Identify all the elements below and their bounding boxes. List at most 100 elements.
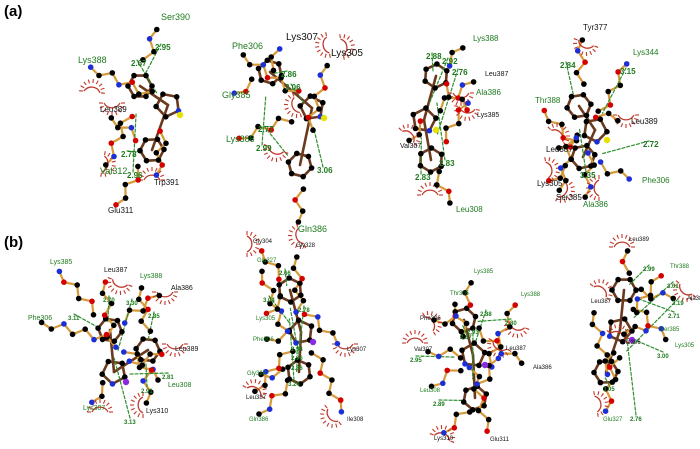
atom bbox=[87, 64, 94, 70]
residue-label: Ala386 bbox=[171, 285, 193, 292]
atom bbox=[140, 378, 146, 384]
atom bbox=[556, 145, 562, 151]
atom bbox=[294, 150, 300, 157]
atom bbox=[455, 107, 462, 113]
hydrogen-bond bbox=[475, 318, 512, 323]
atom bbox=[432, 126, 440, 134]
atom bbox=[82, 326, 88, 333]
hydrogen-bond bbox=[436, 68, 459, 136]
atom bbox=[619, 258, 626, 265]
atom bbox=[591, 369, 597, 376]
residue-label: Lys344 bbox=[633, 48, 659, 57]
atom bbox=[278, 75, 284, 81]
atom bbox=[231, 90, 238, 96]
atom bbox=[658, 325, 665, 332]
atom bbox=[267, 300, 273, 307]
atom bbox=[149, 83, 155, 89]
residue-label: Tyr377 bbox=[583, 23, 608, 32]
atom bbox=[126, 307, 133, 314]
atom bbox=[326, 390, 332, 397]
atom bbox=[476, 362, 482, 369]
atom bbox=[74, 282, 80, 288]
hydrophobic-contact-arc bbox=[152, 291, 178, 305]
atom bbox=[599, 330, 606, 337]
hbond-distance-label: 2.91 bbox=[141, 389, 153, 395]
atom bbox=[462, 361, 468, 367]
atom bbox=[140, 308, 146, 314]
atom bbox=[258, 77, 265, 83]
residue-label: Leu387 bbox=[246, 395, 267, 401]
residue-label: Val307 bbox=[414, 347, 433, 353]
hydrogen-bond bbox=[127, 372, 169, 375]
atom bbox=[103, 162, 109, 168]
atom bbox=[294, 357, 301, 363]
atom bbox=[584, 142, 590, 149]
atom bbox=[268, 127, 275, 133]
atom bbox=[658, 273, 664, 279]
atom bbox=[316, 106, 322, 112]
atom bbox=[288, 119, 295, 125]
atom bbox=[142, 137, 149, 143]
atom bbox=[143, 400, 150, 406]
atom bbox=[330, 330, 336, 336]
atom bbox=[119, 360, 125, 367]
atom bbox=[660, 290, 666, 296]
atom bbox=[276, 365, 282, 372]
atom bbox=[111, 338, 118, 345]
atom bbox=[423, 66, 429, 72]
residue-label: Ser385 bbox=[660, 327, 680, 333]
atom bbox=[485, 416, 492, 423]
atom bbox=[119, 329, 125, 335]
ligand-bond bbox=[422, 118, 433, 162]
atom bbox=[102, 279, 109, 285]
atom bbox=[416, 131, 423, 138]
atom bbox=[113, 344, 119, 351]
atom bbox=[299, 208, 306, 214]
atom bbox=[603, 136, 611, 144]
atom bbox=[495, 355, 502, 362]
atom bbox=[475, 407, 482, 414]
atom bbox=[258, 248, 265, 254]
atom bbox=[300, 173, 307, 180]
atom bbox=[588, 184, 594, 190]
residue-label: Leu308 bbox=[168, 382, 191, 389]
atom bbox=[91, 336, 97, 343]
hbond-distance-label: 2.96 bbox=[127, 171, 143, 180]
atom bbox=[95, 325, 101, 332]
atom bbox=[406, 137, 412, 144]
hydrophobic-contact-arc bbox=[672, 280, 697, 303]
atom bbox=[309, 338, 317, 346]
atom bbox=[255, 65, 262, 72]
hydrogen-bond bbox=[578, 126, 587, 173]
atom bbox=[463, 320, 470, 327]
atom bbox=[109, 381, 116, 387]
residue-label: Leu389 bbox=[175, 346, 198, 353]
atom bbox=[580, 92, 587, 98]
hydrophobic-contact-arc bbox=[503, 320, 530, 339]
atom bbox=[645, 323, 651, 329]
hydrogen-bond bbox=[630, 337, 664, 353]
atom bbox=[433, 115, 439, 121]
hbond-distance-label: 2.71 bbox=[668, 314, 680, 320]
atom bbox=[638, 286, 644, 293]
hbond-distance-label: 3.24 bbox=[288, 382, 300, 388]
atom bbox=[460, 45, 466, 51]
atom bbox=[592, 114, 599, 121]
atom bbox=[595, 108, 601, 114]
atom bbox=[247, 135, 254, 141]
hbond-distance-label: 3.06 bbox=[317, 166, 333, 175]
atom bbox=[317, 370, 324, 376]
atom bbox=[310, 127, 316, 133]
atom bbox=[148, 389, 154, 395]
residue-label: Leu387 bbox=[485, 71, 508, 78]
atom bbox=[604, 371, 611, 378]
hydrogen-bond bbox=[625, 298, 679, 353]
residue-label: Ser385 bbox=[556, 193, 582, 202]
hbond-distance-label: 2.66 bbox=[279, 271, 291, 277]
atom bbox=[264, 336, 270, 343]
atom bbox=[476, 373, 483, 380]
atom bbox=[436, 168, 443, 175]
atom bbox=[662, 336, 669, 343]
atom bbox=[563, 143, 569, 150]
atom bbox=[498, 350, 505, 357]
